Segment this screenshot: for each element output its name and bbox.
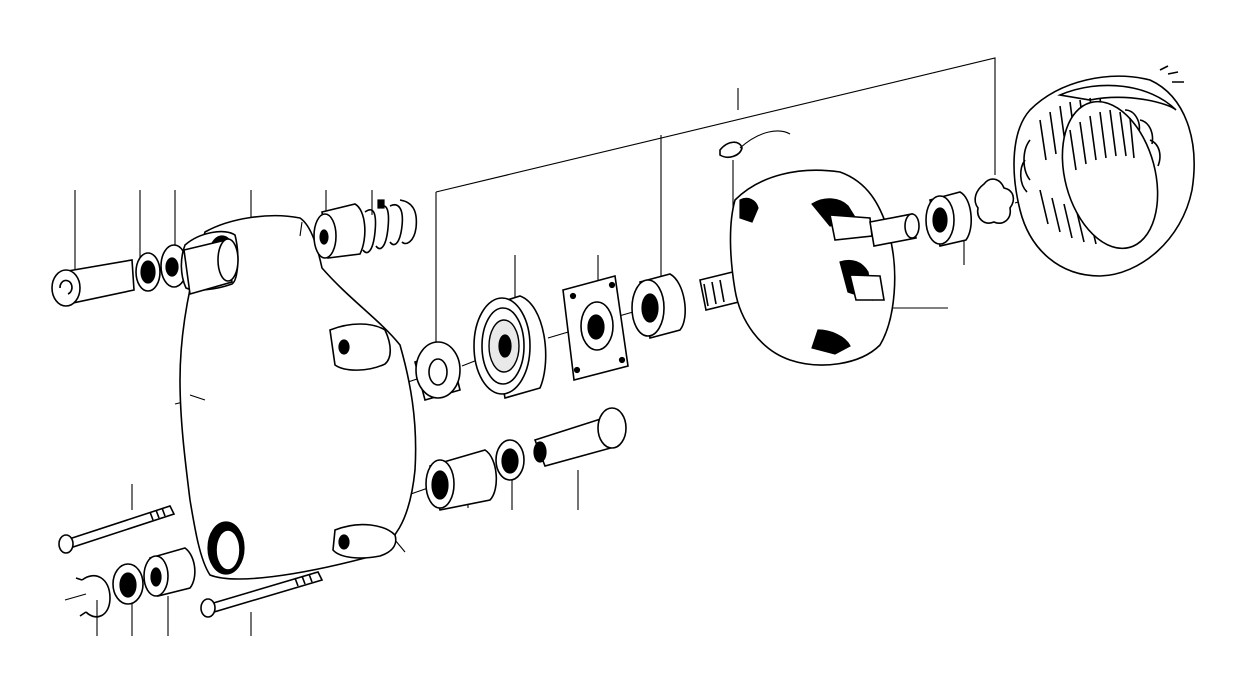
rotor-key xyxy=(719,141,743,158)
screw-upper-thread xyxy=(149,507,166,521)
small-bearing xyxy=(925,191,973,247)
bolt-top-left xyxy=(51,259,135,307)
stator-winding-left xyxy=(1019,139,1031,193)
bush-bottom-left xyxy=(143,547,196,597)
rings-top-left xyxy=(135,244,188,292)
sleeve-end xyxy=(217,238,239,282)
rotor-claw-4 xyxy=(739,197,759,223)
spring-coil-3 xyxy=(389,204,404,246)
plate-rivet-4 xyxy=(618,356,626,364)
pin-bottom xyxy=(533,407,627,467)
housing-ear-hole xyxy=(338,339,350,355)
washer-center xyxy=(414,341,461,401)
wave-clip xyxy=(974,178,1015,224)
screw-lower-head xyxy=(200,598,216,618)
housing-lower-bore-inner xyxy=(215,529,241,571)
housing-notch xyxy=(299,221,303,237)
small-bearing-hole xyxy=(932,207,948,233)
bushing-hole xyxy=(319,229,329,245)
bearing-bore xyxy=(498,334,512,358)
screw-upper-shank xyxy=(64,505,176,549)
bushing-bottom-hole xyxy=(431,470,449,500)
circlip-ends xyxy=(75,577,87,617)
rotor-pole-face-1 xyxy=(829,214,873,241)
spring-coil-4 xyxy=(399,199,418,245)
ball-bearing xyxy=(473,295,547,400)
rotor-claw-3 xyxy=(811,329,851,355)
stator-bore-slots xyxy=(1069,109,1135,171)
plate-rivet-3 xyxy=(573,366,581,374)
rotor-body xyxy=(729,169,896,366)
screw-lower xyxy=(200,571,324,618)
housing-lower-ear-hole xyxy=(338,534,350,550)
leader-bracket-top xyxy=(435,57,996,193)
spacer-hole xyxy=(641,293,659,323)
axis-dash-low-2 xyxy=(64,593,87,601)
rotor-pole-face-2 xyxy=(848,274,885,301)
washer-hole xyxy=(428,358,448,386)
bolt-head xyxy=(51,269,81,307)
leader-housing-bottom xyxy=(394,539,406,553)
bush-bottom-left-hole xyxy=(150,567,162,587)
housing-lower-ear xyxy=(332,523,397,559)
ring-2-hole xyxy=(165,257,179,277)
flange-plate xyxy=(562,274,629,382)
stator-leads xyxy=(1159,65,1184,83)
plate-hole xyxy=(587,314,605,340)
plate-rivet-2 xyxy=(608,281,616,289)
stator xyxy=(1013,65,1195,277)
bushing-top xyxy=(313,203,366,259)
screw-upper-head xyxy=(58,534,74,554)
plate-rivet-1 xyxy=(569,292,577,300)
housing-ear xyxy=(329,323,392,371)
circlip-bottom xyxy=(75,574,111,618)
leader-lines xyxy=(74,57,996,636)
spring-coil-2 xyxy=(375,205,390,250)
rotor-shaft-right-end xyxy=(904,213,920,239)
bolt-head-mark xyxy=(59,279,73,295)
pin-bottom-head xyxy=(597,407,627,449)
spring-tab xyxy=(377,199,385,209)
pin-bottom-end xyxy=(533,441,547,463)
stator-windings xyxy=(1019,97,1161,245)
ring-bottom-hole xyxy=(501,448,519,474)
stator-rim xyxy=(1057,84,1177,111)
rotor-shaft-thread xyxy=(703,279,725,307)
ring-bottom xyxy=(495,439,525,481)
rotor-key-leader xyxy=(739,130,791,149)
circlip-ring xyxy=(81,574,111,618)
stator-bore xyxy=(1061,100,1159,250)
screw-lower-thread xyxy=(294,573,313,587)
washer-bottom-hole xyxy=(119,572,137,598)
wave-clip-ring xyxy=(974,178,1015,224)
washer-bottom xyxy=(112,563,144,605)
screw-upper xyxy=(58,505,176,554)
rotor-shaft-right xyxy=(869,213,917,247)
stator-winding-right xyxy=(1124,109,1161,225)
housing-upper-sleeve xyxy=(183,238,239,296)
bushing-bottom xyxy=(425,449,498,511)
ring-1-hole xyxy=(140,260,156,284)
spacer-ring xyxy=(631,273,686,339)
rotor xyxy=(699,130,920,366)
housing-tick xyxy=(189,394,206,401)
spring-coil-1 xyxy=(362,209,377,254)
spring-top xyxy=(362,199,418,254)
